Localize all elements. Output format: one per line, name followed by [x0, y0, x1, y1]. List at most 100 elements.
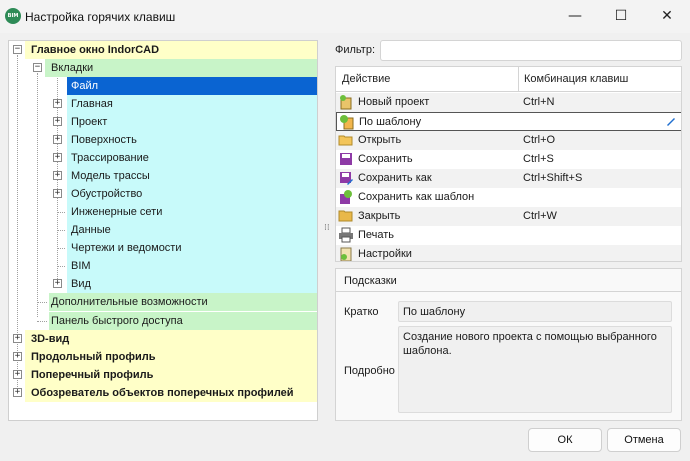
collapse-toggle-icon[interactable]: −	[13, 44, 22, 54]
action-name: Сохранить	[358, 153, 413, 165]
pencil-edit-icon[interactable]	[665, 115, 677, 127]
action-name: Сохранить как	[358, 172, 432, 184]
tree-node-extra-features[interactable]: Дополнительные возможности	[9, 293, 317, 311]
grid-row[interactable]: Сохранить как шаблон	[336, 188, 681, 207]
grid-row[interactable]: Открыть Ctrl+O	[336, 131, 681, 150]
tree-connector	[17, 55, 18, 397]
tree-node-tab-item[interactable]: Данные	[9, 221, 317, 239]
tree-connector	[37, 302, 47, 303]
long-hint-label: Подробно	[344, 365, 395, 377]
expand-toggle-icon[interactable]: +	[13, 333, 22, 343]
tree-node-label: Инженерные сети	[67, 203, 317, 221]
long-hint-field: Создание нового проекта с помощью выбран…	[398, 326, 672, 413]
grid-row[interactable]: Новый проект Ctrl+N	[336, 93, 681, 112]
expand-toggle-icon[interactable]: +	[53, 170, 62, 180]
tree-node-label: Главное окно IndorCAD	[25, 41, 317, 59]
shortcut-value: Ctrl+O	[523, 134, 556, 146]
filter-input[interactable]	[380, 40, 682, 61]
printer-icon	[339, 227, 353, 243]
tree-node-tabs[interactable]: − Вкладки	[9, 59, 317, 77]
short-hint-field: По шаблону	[398, 301, 672, 322]
tree-node-tab-item[interactable]: + Обустройство	[9, 185, 317, 203]
collapse-toggle-icon[interactable]: −	[33, 62, 42, 72]
grid-row[interactable]: Закрыть Ctrl+W	[336, 207, 681, 226]
shortcut-value: Ctrl+S	[523, 153, 554, 165]
tree-node-cross-profile[interactable]: + Поперечный профиль	[9, 366, 317, 384]
new-project-icon	[340, 95, 352, 110]
tree-node-label: Файл	[67, 77, 317, 95]
tree-node-quick-access[interactable]: Панель быстрого доступа	[9, 312, 317, 330]
tree-node-label: Обозреватель объектов поперечных профиле…	[25, 384, 317, 402]
tree-node-tab-item[interactable]: + Модель трассы	[9, 167, 317, 185]
tree-node-tab-item[interactable]: + Поверхность	[9, 131, 317, 149]
column-header-action[interactable]: Действие	[342, 73, 391, 85]
expand-toggle-icon[interactable]: +	[53, 188, 62, 198]
tree-connector	[37, 321, 47, 322]
tree-node-cross-profile-browser[interactable]: + Обозреватель объектов поперечных профи…	[9, 384, 317, 402]
tree-node-label: Данные	[67, 221, 317, 239]
action-name: Закрыть	[358, 210, 401, 222]
tree-connector	[57, 266, 65, 267]
tree-node-tab-item[interactable]: Инженерные сети	[9, 203, 317, 221]
short-hint-label: Кратко	[344, 306, 379, 318]
hotkey-category-tree[interactable]: − Главное окно IndorCAD − Вкладки Файл +…	[8, 40, 318, 421]
tree-node-tab-item[interactable]: Чертежи и ведомости	[9, 239, 317, 257]
grid-row[interactable]: Сохранить как Ctrl+Shift+S	[336, 169, 681, 188]
folder-close-icon	[338, 210, 353, 222]
expand-toggle-icon[interactable]: +	[53, 152, 62, 162]
tree-node-label: Продольный профиль	[25, 348, 317, 366]
tree-node-longitudinal-profile[interactable]: + Продольный профиль	[9, 348, 317, 366]
hints-panel: Подсказки Кратко По шаблону Подробно Соз…	[335, 268, 682, 421]
minimize-button[interactable]: —	[568, 8, 582, 24]
shortcut-value: Ctrl+Shift+S	[523, 172, 583, 184]
save-template-icon	[340, 190, 352, 204]
tree-node-label: Вкладки	[45, 59, 317, 77]
tree-node-label: Трассирование	[67, 149, 317, 167]
grid-row[interactable]: По шаблону	[336, 112, 681, 131]
cancel-button[interactable]: Отмена	[607, 428, 681, 452]
expand-toggle-icon[interactable]: +	[13, 387, 22, 397]
window-title: Настройка горячих клавиш	[25, 10, 176, 24]
tree-node-tab-item[interactable]: Файл	[9, 77, 317, 95]
tree-node-3d-view[interactable]: + 3D-вид	[9, 330, 317, 348]
tree-node-tab-item[interactable]: + Проект	[9, 113, 317, 131]
expand-toggle-icon[interactable]: +	[13, 369, 22, 379]
action-name: Открыть	[358, 134, 402, 146]
tree-node-tab-item[interactable]: + Вид	[9, 275, 317, 293]
tree-node-tab-item[interactable]: BIM	[9, 257, 317, 275]
expand-toggle-icon[interactable]: +	[53, 98, 62, 108]
splitter-grip-icon[interactable]: ⁞⁞	[324, 223, 330, 233]
divider	[336, 291, 681, 292]
tree-node-label: BIM	[67, 257, 317, 275]
tree-node-label: Чертежи и ведомости	[67, 239, 317, 257]
folder-open-icon	[338, 135, 353, 146]
grid-row[interactable]: Настройки	[336, 245, 681, 261]
close-button[interactable]: ✕	[661, 8, 673, 24]
hints-title: Подсказки	[344, 275, 397, 287]
tree-node-label: Поперечный профиль	[25, 366, 317, 384]
grid-row[interactable]: Печать	[336, 226, 681, 245]
filter-label: Фильтр:	[335, 44, 376, 56]
expand-toggle-icon[interactable]: +	[53, 134, 62, 144]
tree-node-tab-item[interactable]: + Трассирование	[9, 149, 317, 167]
maximize-button[interactable]: ☐	[614, 8, 628, 24]
expand-toggle-icon[interactable]: +	[13, 351, 22, 361]
tree-node-label: Обустройство	[67, 185, 317, 203]
tree-node-label: Модель трассы	[67, 167, 317, 185]
column-header-shortcut[interactable]: Комбинация клавиш	[524, 73, 629, 85]
title-bar: BIM Настройка горячих клавиш — ☐ ✕	[0, 0, 690, 33]
tree-node-label: Поверхность	[67, 131, 317, 149]
tree-node-label: Проект	[67, 113, 317, 131]
expand-toggle-icon[interactable]: +	[53, 278, 62, 288]
tree-node-label: Вид	[67, 275, 317, 293]
tree-node-label: 3D-вид	[25, 330, 317, 348]
tree-node-main-window[interactable]: − Главное окно IndorCAD	[9, 41, 317, 59]
ok-button[interactable]: ОК	[528, 428, 602, 452]
expand-toggle-icon[interactable]: +	[53, 116, 62, 126]
grid-row[interactable]: Сохранить Ctrl+S	[336, 150, 681, 169]
column-divider[interactable]	[518, 67, 519, 92]
tree-node-tab-item[interactable]: + Главная	[9, 95, 317, 113]
template-icon	[340, 115, 354, 130]
tree-node-label: Дополнительные возможности	[49, 293, 317, 311]
shortcut-grid[interactable]: Действие Комбинация клавиш Новый проект …	[335, 66, 682, 262]
